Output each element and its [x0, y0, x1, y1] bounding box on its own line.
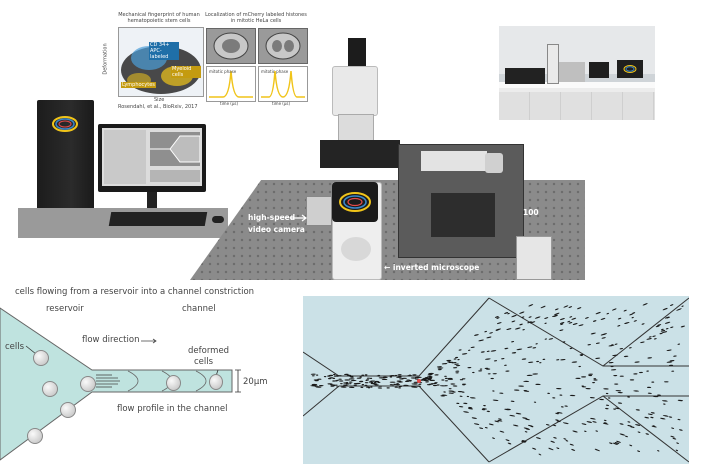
syringe-pump — [516, 236, 552, 280]
pump-enclosure — [398, 144, 524, 258]
microscope-screen — [332, 182, 378, 222]
channel-label: channel — [182, 304, 216, 314]
diagram-caption: cells flowing from a reservoir into a ch… — [15, 287, 255, 297]
keyboard — [108, 212, 208, 226]
microchannel-photo — [303, 296, 689, 464]
deformed-cell — [166, 375, 181, 391]
tag-myeloid: Myeloid cells — [171, 66, 201, 78]
reservoir-label: reservoir — [46, 304, 84, 314]
arrow-icon — [290, 214, 307, 222]
cell — [33, 350, 49, 366]
video-camera-label: video camera — [248, 225, 305, 234]
cell — [80, 376, 96, 392]
deformed-label-2: cells — [194, 357, 214, 367]
deformed-cell — [209, 374, 223, 390]
intensity-plot-1: mitotic phase — [206, 66, 256, 102]
inner-label-1: mitotic phase — [209, 69, 237, 74]
y-axis-label: Deformation — [102, 43, 109, 75]
microscope-camera — [348, 38, 366, 68]
tag-cd34: CD 34+ APC-labeled — [149, 42, 179, 60]
cell — [60, 402, 76, 418]
cell — [42, 381, 58, 397]
scale-label: 20µm — [243, 377, 268, 387]
scatter-plot: CD 34+ APC-labeled Lymphocytes Myeloid c… — [118, 27, 204, 97]
plots-panel: Mechanical fingerprint of human hematopo… — [102, 10, 310, 112]
cell — [27, 428, 43, 444]
time-label-2: time (µs) — [272, 101, 291, 106]
microscope-stage — [320, 140, 400, 168]
flow-profile-label: flow profile in the channel — [117, 404, 228, 414]
flow-direction-label: flow direction — [82, 335, 140, 345]
right-plot-title: Localization of mCherry labeled histones… — [205, 12, 307, 24]
lab-photo — [499, 26, 655, 120]
x-axis-label: Size — [154, 97, 165, 103]
cell-image-2 — [258, 28, 308, 64]
monitor — [98, 124, 206, 192]
side-number-label: 100 — [523, 208, 539, 217]
citation: Rosendahl, et al., BioRxiv, 2017 — [118, 104, 198, 110]
tag-lymphocytes: Lymphocytes — [121, 82, 156, 88]
monitor-stand — [147, 192, 157, 208]
inverted-microscope-label: ← inverted microscope — [384, 263, 480, 272]
high-speed-label: high-speed — [248, 213, 296, 222]
microscope-head — [332, 66, 378, 116]
inner-label-2: mitotic phase — [261, 69, 289, 74]
ellipse-logo-icon-2 — [339, 192, 371, 212]
ellipse-logo-icon — [52, 116, 78, 132]
cell-image-1 — [206, 28, 256, 64]
microscope-arm — [338, 114, 374, 144]
intensity-plot-2: mitotic phase — [258, 66, 308, 102]
cells-label: cells — [5, 342, 25, 352]
time-label-1: time (µs) — [220, 101, 239, 106]
deformed-label-1: deformed — [188, 346, 230, 356]
left-plot-title: Mechanical fingerprint of human hematopo… — [118, 12, 200, 24]
lab-screen-logo-icon — [623, 65, 637, 73]
video-camera-body — [306, 196, 332, 226]
mouse — [212, 216, 224, 223]
monitor-screen — [102, 128, 202, 186]
